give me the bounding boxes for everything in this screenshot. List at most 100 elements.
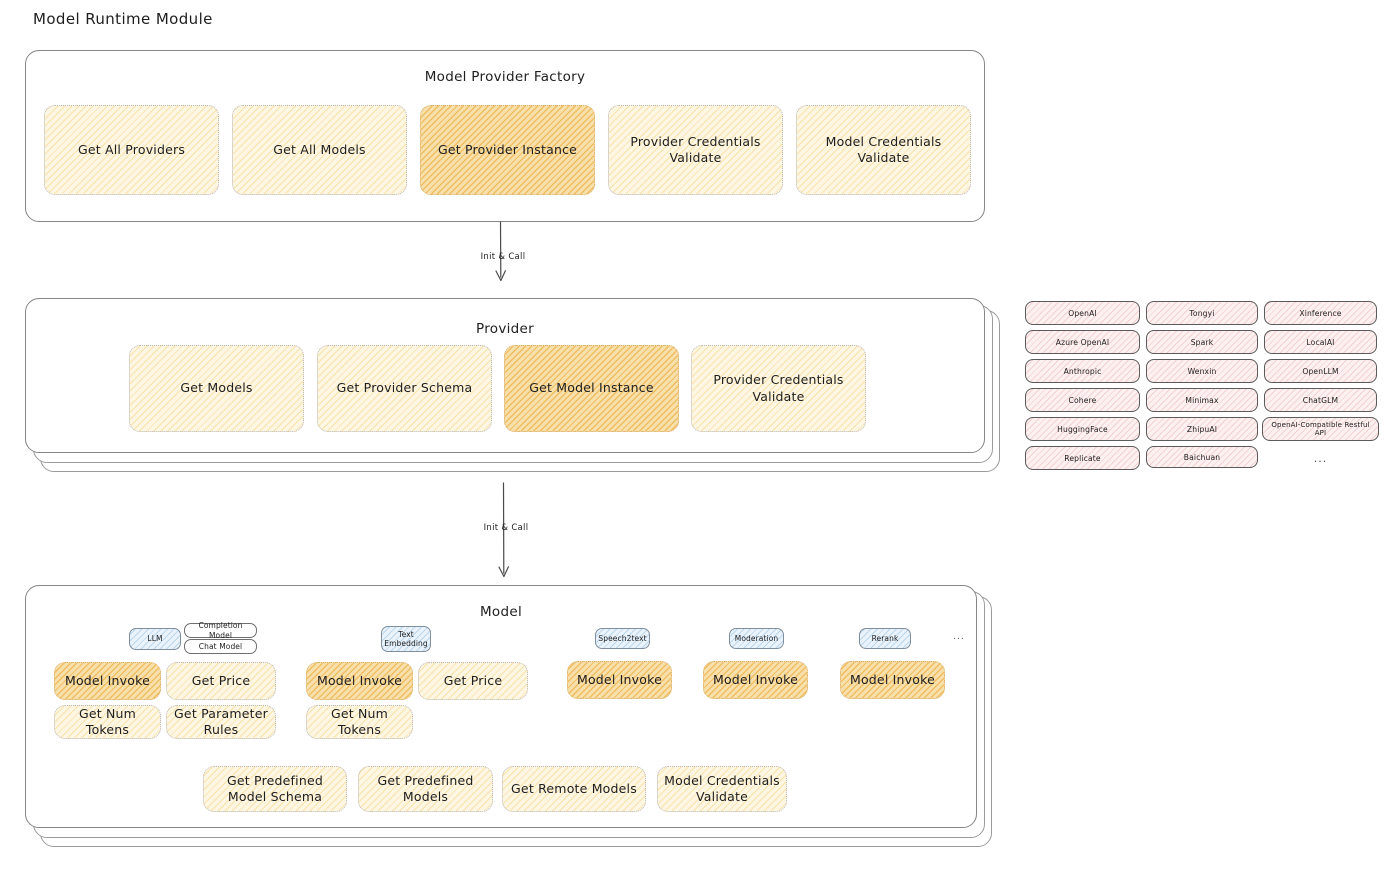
model-title: Model xyxy=(479,604,523,620)
provider-pill-label: Xinference xyxy=(1299,308,1342,318)
model-type-chip-llm[interactable]: LLM xyxy=(129,628,181,650)
model-subchip-completion-model[interactable]: Completion Model xyxy=(184,621,257,640)
model-types-more-ellipsis: ... xyxy=(953,632,965,642)
provider-pill-spark[interactable]: Spark xyxy=(1146,330,1258,354)
rerank-box-label: Model Invoke xyxy=(849,671,936,687)
model-type-chip-speech2text[interactable]: Speech2text xyxy=(595,628,650,649)
provider-box-label: Get Models xyxy=(180,380,253,396)
provider-pill-label: Tongyi xyxy=(1189,308,1215,318)
provider-box-label: Get Provider Schema xyxy=(336,380,473,396)
provider-pill-openai[interactable]: OpenAI xyxy=(1025,301,1140,325)
provider-pill-huggingface[interactable]: HuggingFace xyxy=(1025,417,1140,441)
model-subchip-chat-model[interactable]: Chat Model xyxy=(184,639,257,654)
provider-pill-xinference[interactable]: Xinference xyxy=(1264,301,1377,325)
text-embedding-box-model-invoke[interactable]: Model Invoke xyxy=(306,662,413,700)
provider-pill-zhipuai[interactable]: ZhipuAI xyxy=(1146,417,1258,441)
model-common-box-label: Model Credentials Validate xyxy=(664,772,780,805)
factory-box-get-all-models[interactable]: Get All Models xyxy=(232,105,407,195)
provider-pill-label: Spark xyxy=(1190,337,1214,347)
model-common-box-model-credentials-validate[interactable]: Model Credentials Validate xyxy=(657,766,787,812)
provider-pill-cohere[interactable]: Cohere xyxy=(1025,388,1140,412)
page-title: Model Runtime Module xyxy=(33,10,213,28)
provider-pill-chatglm[interactable]: ChatGLM xyxy=(1264,388,1377,412)
provider-box-get-provider-schema[interactable]: Get Provider Schema xyxy=(317,345,492,432)
model-subchip-label: Completion Model xyxy=(198,621,243,640)
arrow-label-init-and-call-2: Init & Call xyxy=(483,523,529,533)
provider-pill-label: Anthropic xyxy=(1063,366,1102,376)
provider-pill-minimax[interactable]: Minimax xyxy=(1146,388,1258,412)
factory-box-label: Get All Models xyxy=(273,141,366,157)
provider-box-get-model-instance[interactable]: Get Model Instance xyxy=(504,345,679,432)
provider-title: Provider xyxy=(476,321,534,337)
provider-pill-label: Wenxin xyxy=(1187,366,1217,376)
model-common-box-label: Get Predefined Models xyxy=(377,772,474,805)
provider-pill-openai-compatible-restful-api[interactable]: OpenAI-Compatible Restful API xyxy=(1262,417,1379,441)
speech2text-box-model-invoke[interactable]: Model Invoke xyxy=(567,661,672,699)
provider-pill-label: HuggingFace xyxy=(1057,424,1108,434)
provider-pill-label: Baichuan xyxy=(1183,452,1221,462)
llm-box-label: Get Parameter Rules xyxy=(174,705,268,738)
model-type-chip-moderation[interactable]: Moderation xyxy=(729,628,784,649)
provider-pill-label: ChatGLM xyxy=(1302,395,1339,405)
provider-pill-tongyi[interactable]: Tongyi xyxy=(1146,301,1258,325)
text-embedding-box-get-price[interactable]: Get Price xyxy=(418,662,528,700)
provider-pill-anthropic[interactable]: Anthropic xyxy=(1025,359,1140,383)
provider-list-more-ellipsis: ... xyxy=(1313,452,1328,465)
provider-pill-replicate[interactable]: Replicate xyxy=(1025,446,1140,470)
text-embedding-box-label: Get Num Tokens xyxy=(330,705,389,738)
provider-box-provider-credentials-validate[interactable]: Provider Credentials Validate xyxy=(691,345,866,432)
llm-box-label: Get Price xyxy=(191,672,251,688)
provider-pill-label: Azure OpenAI xyxy=(1055,337,1110,347)
llm-box-get-num-tokens[interactable]: Get Num Tokens xyxy=(54,705,161,739)
factory-box-label: Provider Credentials Validate xyxy=(630,133,761,166)
provider-pill-label: OpenAI-Compatible Restful API xyxy=(1271,421,1370,437)
provider-pill-label: OpenLLM xyxy=(1302,366,1339,376)
model-type-chip-label: LLM xyxy=(147,634,163,644)
rerank-box-model-invoke[interactable]: Model Invoke xyxy=(840,661,945,699)
factory-box-provider-credentials-validate[interactable]: Provider Credentials Validate xyxy=(608,105,783,195)
provider-box-get-models[interactable]: Get Models xyxy=(129,345,304,432)
arrow-factory-to-provider xyxy=(495,221,506,282)
llm-box-label: Model Invoke xyxy=(64,672,151,688)
moderation-box-model-invoke[interactable]: Model Invoke xyxy=(703,661,808,699)
provider-pill-azure-openai[interactable]: Azure OpenAI xyxy=(1025,330,1140,354)
arrow-label-init-and-call-1: Init & Call xyxy=(480,252,526,262)
model-provider-factory-title: Model Provider Factory xyxy=(424,69,586,85)
model-type-chip-label: Speech2text xyxy=(598,633,647,643)
provider-pill-label: Minimax xyxy=(1185,395,1219,405)
model-common-box-label: Get Predefined Model Schema xyxy=(227,772,323,805)
factory-box-get-provider-instance[interactable]: Get Provider Instance xyxy=(420,105,595,195)
text-embedding-box-get-num-tokens[interactable]: Get Num Tokens xyxy=(306,705,413,739)
model-type-chip-label: Moderation xyxy=(734,633,779,643)
model-subchip-label: Chat Model xyxy=(198,641,243,651)
factory-box-get-all-providers[interactable]: Get All Providers xyxy=(44,105,219,195)
provider-pill-label: OpenAI xyxy=(1068,308,1097,318)
factory-box-label: Get Provider Instance xyxy=(437,141,578,157)
provider-pill-baichuan[interactable]: Baichuan xyxy=(1146,446,1258,468)
llm-box-get-price[interactable]: Get Price xyxy=(166,662,276,700)
model-type-chip-text-embedding[interactable]: Text Embedding xyxy=(381,626,431,652)
factory-box-model-credentials-validate[interactable]: Model Credentials Validate xyxy=(796,105,971,195)
factory-box-label: Model Credentials Validate xyxy=(825,133,942,166)
text-embedding-box-label: Model Invoke xyxy=(316,672,403,688)
provider-pill-label: Cohere xyxy=(1068,395,1097,405)
llm-box-get-parameter-rules[interactable]: Get Parameter Rules xyxy=(166,705,276,739)
model-card xyxy=(25,585,977,828)
text-embedding-box-label: Get Price xyxy=(443,672,503,688)
model-type-chip-rerank[interactable]: Rerank xyxy=(859,628,911,649)
provider-box-label: Provider Credentials Validate xyxy=(713,372,844,404)
provider-pill-label: LocalAI xyxy=(1306,337,1335,347)
model-common-box-get-remote-models[interactable]: Get Remote Models xyxy=(502,766,646,812)
factory-box-label: Get All Providers xyxy=(77,141,186,157)
llm-box-model-invoke[interactable]: Model Invoke xyxy=(54,662,161,700)
provider-pill-openllm[interactable]: OpenLLM xyxy=(1264,359,1377,383)
model-common-box-label: Get Remote Models xyxy=(511,780,637,796)
provider-pill-wenxin[interactable]: Wenxin xyxy=(1146,359,1258,383)
model-common-box-get-predefined-model-schema[interactable]: Get Predefined Model Schema xyxy=(203,766,347,812)
model-common-box-get-predefined-models[interactable]: Get Predefined Models xyxy=(358,766,493,812)
llm-box-label: Get Num Tokens xyxy=(78,705,137,738)
model-type-chip-label: Rerank xyxy=(871,633,899,643)
provider-pill-localai[interactable]: LocalAI xyxy=(1264,330,1377,354)
moderation-box-label: Model Invoke xyxy=(712,671,799,687)
